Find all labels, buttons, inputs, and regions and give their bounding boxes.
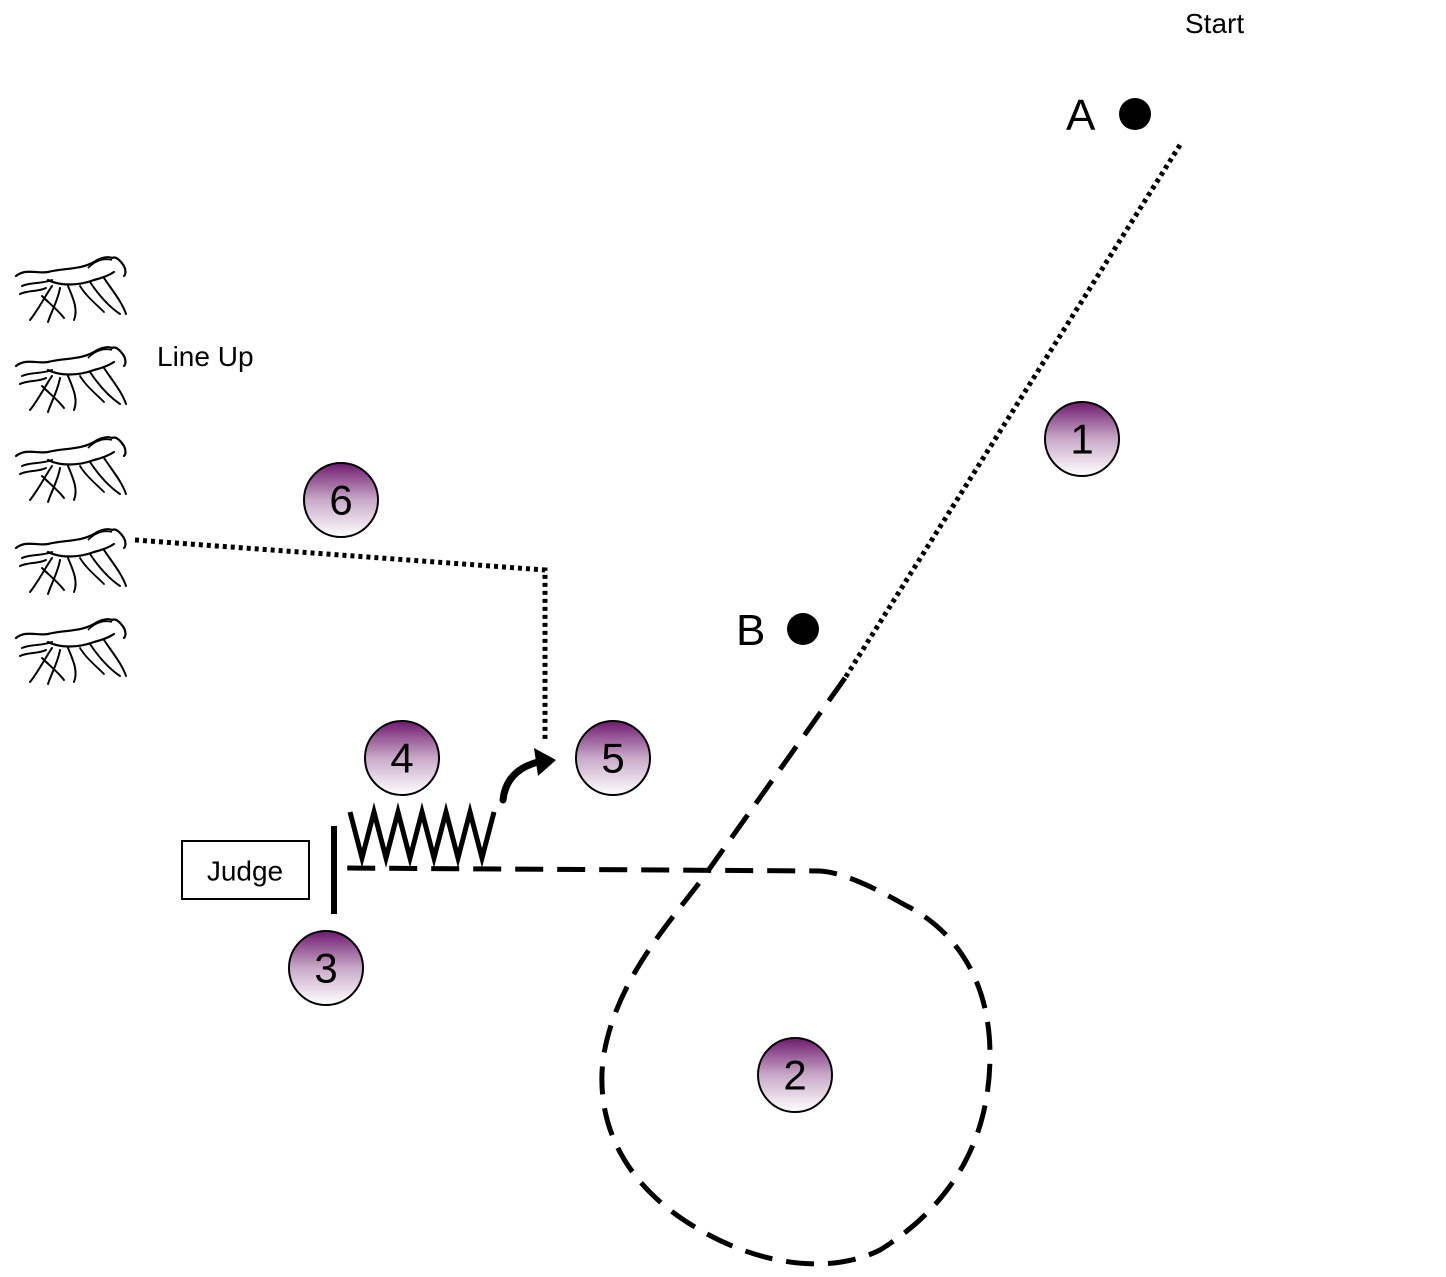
svg-text:2: 2 <box>783 1052 806 1099</box>
svg-text:4: 4 <box>390 735 413 782</box>
judge-label: Judge <box>207 856 283 887</box>
horse-icon <box>14 256 128 324</box>
path-segment-1-dashed <box>339 676 993 1267</box>
path-segment-1-dotted <box>842 143 1183 680</box>
step-badge-5: 5 <box>575 720 651 796</box>
svg-text:6: 6 <box>329 477 352 524</box>
step-badge-2: 2 <box>757 1037 833 1113</box>
svg-text:5: 5 <box>601 735 624 782</box>
horse-icon <box>14 618 128 686</box>
horse-icon <box>14 528 128 596</box>
step-badge-3: 3 <box>288 930 364 1006</box>
horse-icon <box>14 436 128 504</box>
svg-text:3: 3 <box>314 945 337 992</box>
curved-arrow-head <box>534 748 556 776</box>
start-label: Start <box>1185 8 1244 39</box>
curved-arrow-icon <box>499 758 542 804</box>
horse-line-up <box>14 256 128 686</box>
step-badge-4: 4 <box>364 720 440 796</box>
step-badge-1: 1 <box>1044 401 1120 477</box>
marker-b-label: B <box>736 606 765 655</box>
step-badge-6: 6 <box>303 462 379 538</box>
judge-box <box>181 840 310 900</box>
path-segment-6-dotted <box>134 537 548 740</box>
marker-a-label: A <box>1066 91 1096 140</box>
zigzag-backup-path <box>347 802 497 868</box>
line-up-label: Line Up <box>157 341 254 372</box>
svg-text:1: 1 <box>1070 416 1093 463</box>
horse-icon <box>14 346 128 414</box>
marker-dot-b <box>787 613 819 645</box>
marker-dot-a <box>1119 98 1151 130</box>
